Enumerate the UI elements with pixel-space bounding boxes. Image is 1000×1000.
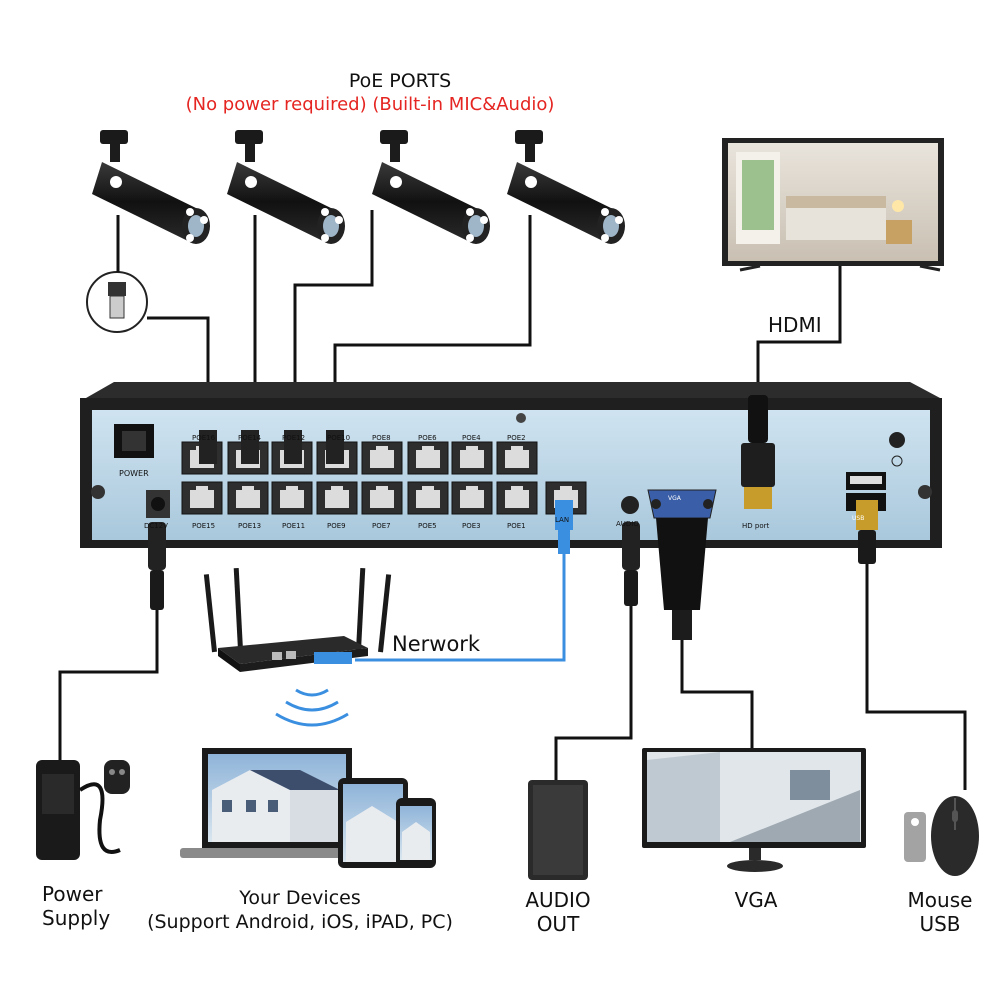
poe-top-label: POE14 bbox=[238, 434, 262, 442]
tv-monitor bbox=[722, 138, 944, 272]
power-label: POWER bbox=[119, 469, 149, 478]
poe-bottom-label: POE3 bbox=[462, 522, 481, 530]
phone-icon bbox=[396, 798, 436, 868]
poe-bottom-label: POE1 bbox=[507, 522, 526, 530]
vga-label: VGA bbox=[734, 888, 778, 912]
power-adapter-icon bbox=[36, 760, 130, 860]
hdmi-plug bbox=[741, 395, 775, 509]
your-devices-label: Your Devices (Support Android, iOS, iPAD… bbox=[147, 887, 453, 933]
vga-port bbox=[647, 489, 717, 519]
laptop-icon bbox=[180, 748, 374, 858]
audio-label: AUDIO bbox=[616, 520, 639, 528]
lan-label: LAN bbox=[555, 516, 569, 524]
hd-port-label: HD port bbox=[742, 522, 769, 530]
hdmi-label: HDMI bbox=[768, 313, 822, 337]
vga-monitor-icon bbox=[642, 748, 866, 872]
camera-4 bbox=[507, 130, 625, 244]
mouse-usb-label: Mouse USB bbox=[907, 888, 973, 936]
poe-top-label: POE6 bbox=[418, 434, 437, 442]
camera-2 bbox=[227, 130, 345, 244]
hdmi-cable bbox=[756, 266, 842, 395]
network-label: Nerwork bbox=[392, 632, 481, 656]
poe-top-label: POE2 bbox=[507, 434, 526, 442]
audio-jack bbox=[621, 496, 639, 514]
poe-top-label: POE8 bbox=[372, 434, 391, 442]
wifi-signal-icon bbox=[275, 688, 349, 727]
poe-top-label: POE12 bbox=[282, 434, 305, 442]
camera-1 bbox=[92, 130, 210, 244]
poe-top-label: POE10 bbox=[327, 434, 350, 442]
network-cable bbox=[355, 500, 573, 662]
poe-bottom-label: POE9 bbox=[327, 522, 346, 530]
power-supply-label: Power Supply bbox=[42, 882, 111, 930]
dc-label: DC12V bbox=[144, 522, 168, 530]
audio-cable bbox=[554, 522, 640, 780]
poe-ports-subtitle: (No power required) (Built-in MIC&Audio) bbox=[185, 94, 555, 115]
usb-ports bbox=[846, 472, 886, 564]
poe-bottom-label: POE13 bbox=[238, 522, 261, 530]
poe-ports-title: PoE PORTS bbox=[348, 70, 452, 92]
speaker-icon bbox=[528, 780, 588, 880]
rj45-connector-icon bbox=[86, 271, 148, 333]
poe-bottom-label: POE11 bbox=[282, 522, 305, 530]
poe-top-label: POE4 bbox=[462, 434, 481, 442]
poe-bottom-label: POE7 bbox=[372, 522, 391, 530]
poe-top-label: POE16 bbox=[192, 434, 216, 442]
vga-port-label: VGA bbox=[668, 495, 682, 502]
port-labels: POE16 POE14 POE12 POE10 POE8 POE6 POE4 P… bbox=[119, 434, 864, 530]
power-cable bbox=[58, 522, 166, 760]
tablet-icon bbox=[338, 778, 408, 868]
router-icon bbox=[203, 567, 392, 672]
vga-cable bbox=[656, 518, 754, 752]
poe-bottom-label: POE5 bbox=[418, 522, 437, 530]
mouse-icon bbox=[931, 796, 979, 876]
usb-cable bbox=[865, 564, 967, 790]
audio-out-label: AUDIO OUT bbox=[525, 888, 591, 936]
usb-drive-icon bbox=[904, 812, 926, 862]
usb-label: USB bbox=[852, 515, 864, 522]
poe-bottom-label: POE15 bbox=[192, 522, 215, 530]
camera-cables bbox=[116, 210, 532, 385]
camera-3 bbox=[372, 130, 490, 244]
